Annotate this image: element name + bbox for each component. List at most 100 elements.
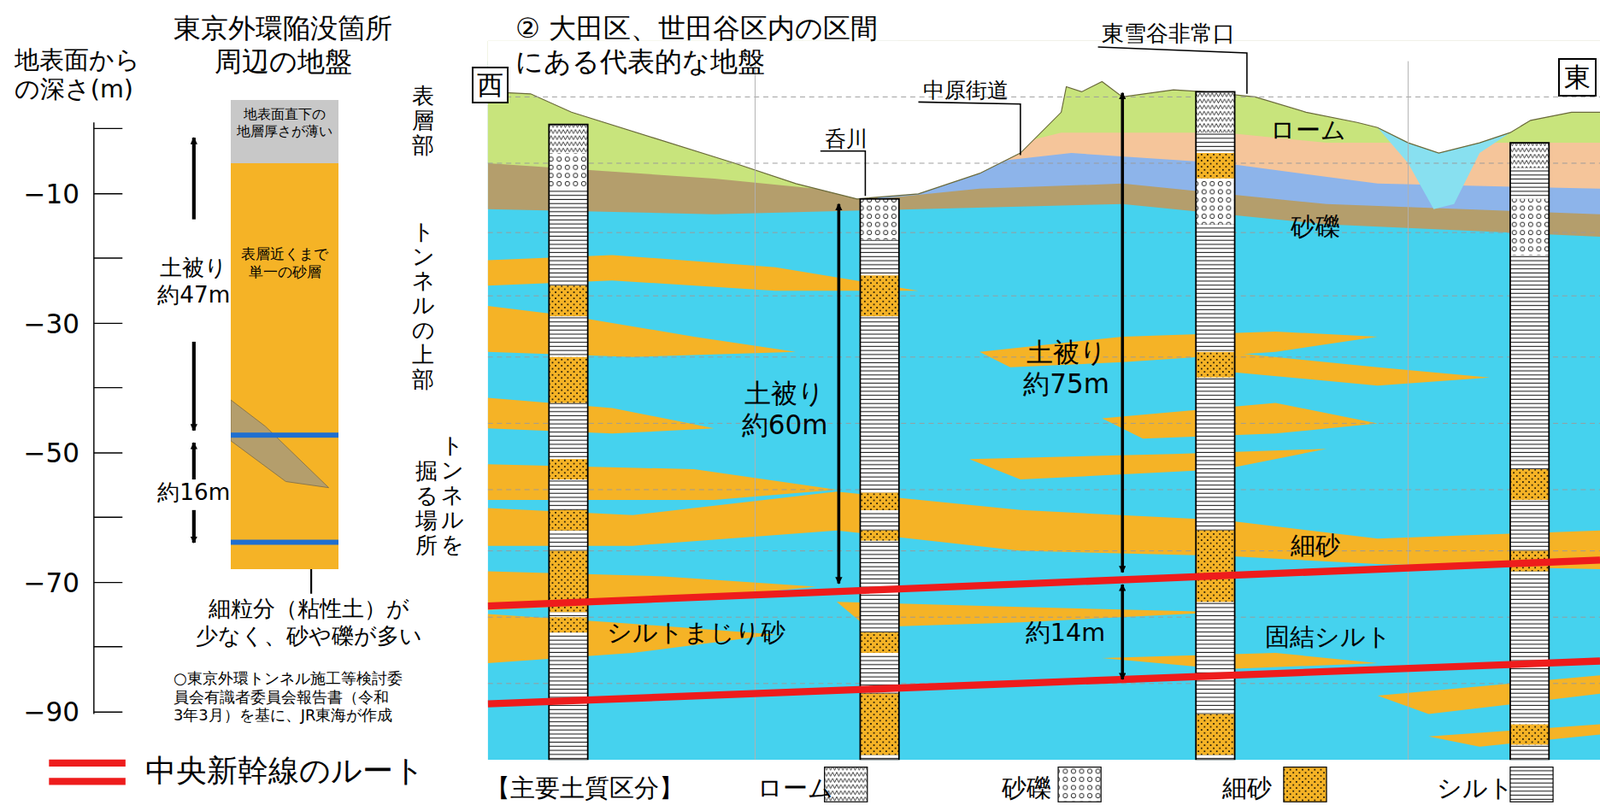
label: −10 xyxy=(8,178,81,211)
label: 約16m xyxy=(142,479,245,507)
label: 固結シルト xyxy=(1264,622,1392,652)
svg-rect xyxy=(230,540,340,546)
svg-line xyxy=(94,646,123,648)
label: 約14m xyxy=(1025,617,1106,648)
label: シルトまじり砂 xyxy=(606,617,786,648)
svg-line xyxy=(94,711,123,712)
borehole-segment xyxy=(859,275,899,317)
label: 砂礫 xyxy=(1290,211,1341,242)
vertical-label: 表層部 xyxy=(411,83,435,159)
route-legend-sample xyxy=(48,763,126,782)
label: 中原街道 xyxy=(923,77,1009,104)
legend-text: シルト xyxy=(1436,773,1514,803)
svg-polygon xyxy=(230,400,330,489)
svg-line xyxy=(192,442,196,480)
sand-lenses xyxy=(488,254,1600,747)
svg-line xyxy=(488,96,1600,98)
borehole-segment xyxy=(548,617,588,633)
vertical-label: トンネルを xyxy=(441,433,464,557)
svg-line xyxy=(488,295,1600,297)
label: 土被り 約47m xyxy=(142,254,245,309)
svg-line xyxy=(192,510,196,543)
label: 【主要土質区分】 xyxy=(485,773,684,803)
borehole-segment xyxy=(1195,91,1235,133)
svg-line xyxy=(94,128,123,130)
label: 土被り 約75m xyxy=(1015,336,1118,401)
svg-polygon xyxy=(1101,403,1377,440)
borehole-segment xyxy=(1195,714,1235,756)
borehole-outline xyxy=(1195,91,1235,760)
svg-polyline xyxy=(820,151,866,197)
svg-line xyxy=(94,452,123,453)
label: 細砂 xyxy=(1290,530,1341,560)
legend-text: 砂礫 xyxy=(1001,773,1052,803)
borehole-segment xyxy=(1510,469,1549,500)
dimension-arrows-right xyxy=(838,93,1123,680)
svg-line xyxy=(94,257,123,259)
node-text: 東 xyxy=(1564,60,1591,95)
borehole-column xyxy=(548,124,588,761)
svg-line xyxy=(94,387,123,389)
label: 細粒分（粘性土）が 少なく、砂や礫が多い xyxy=(194,595,424,650)
svg-line xyxy=(48,759,126,767)
svg-polyline xyxy=(1098,47,1248,95)
leader-lines xyxy=(820,47,1248,196)
sand-layer-column: 表層近くまで 単一の砂層 xyxy=(230,163,340,570)
borehole-segment xyxy=(859,493,899,511)
svg-rect xyxy=(1283,767,1327,803)
cross-section xyxy=(488,41,1600,761)
svg-polygon xyxy=(488,491,1600,570)
svg-line xyxy=(488,617,1600,618)
borehole-segment xyxy=(548,458,588,480)
svg-line xyxy=(94,323,123,324)
grid-vertical xyxy=(754,61,1408,761)
borehole-segment xyxy=(859,632,899,653)
svg-line xyxy=(488,232,1600,234)
borehole-segment xyxy=(548,124,588,153)
borehole-segment xyxy=(859,530,899,542)
svg-line xyxy=(1120,93,1124,573)
label: −70 xyxy=(8,567,81,600)
borehole-segment xyxy=(1195,352,1235,378)
grid-lines xyxy=(488,96,1600,683)
label: 地表面から の深さ(m) xyxy=(14,45,183,105)
svg-rect xyxy=(1510,767,1553,803)
svg-rect xyxy=(1058,767,1101,803)
label: −90 xyxy=(8,696,81,729)
label: 東京外環陥没箇所 周辺の地盤 xyxy=(173,11,394,78)
label: 東雪谷非常口 xyxy=(1101,20,1236,48)
svg-line xyxy=(192,137,196,219)
svg-polygon xyxy=(969,448,1327,480)
vertical-label: 掘る場所 xyxy=(415,458,438,559)
borehole-column xyxy=(859,199,899,761)
label: 土被り 約60m xyxy=(735,377,836,442)
label: −30 xyxy=(8,308,81,341)
svg-polyline xyxy=(488,81,1600,199)
svg-line xyxy=(93,122,95,714)
svg-line xyxy=(488,488,1600,490)
borehole-segment xyxy=(548,357,588,404)
svg-polygon xyxy=(1428,724,1600,748)
svg-line xyxy=(488,162,1600,164)
borehole-segment xyxy=(1195,178,1235,225)
svg-line xyxy=(94,582,123,583)
direction-box: 東 xyxy=(1558,58,1597,97)
svg-line xyxy=(488,550,1600,552)
svg-line xyxy=(48,777,126,785)
borehole-segment xyxy=(548,152,588,189)
svg-polygon xyxy=(488,398,715,435)
depth-axis xyxy=(94,122,123,714)
borehole-segment xyxy=(859,694,899,756)
label: −50 xyxy=(8,437,81,470)
svg-polygon xyxy=(1101,652,1377,670)
svg-polygon xyxy=(488,305,797,358)
svg-g xyxy=(94,128,123,712)
legend-text: 細砂 xyxy=(1222,773,1272,803)
svg-polygon xyxy=(1377,675,1600,714)
svg-polygon xyxy=(488,464,837,500)
surface-layer-box: 地表面直下の 地層厚さが薄い xyxy=(230,100,340,164)
svg-line xyxy=(837,204,842,584)
svg-line xyxy=(488,559,1600,606)
svg-line xyxy=(488,423,1600,424)
